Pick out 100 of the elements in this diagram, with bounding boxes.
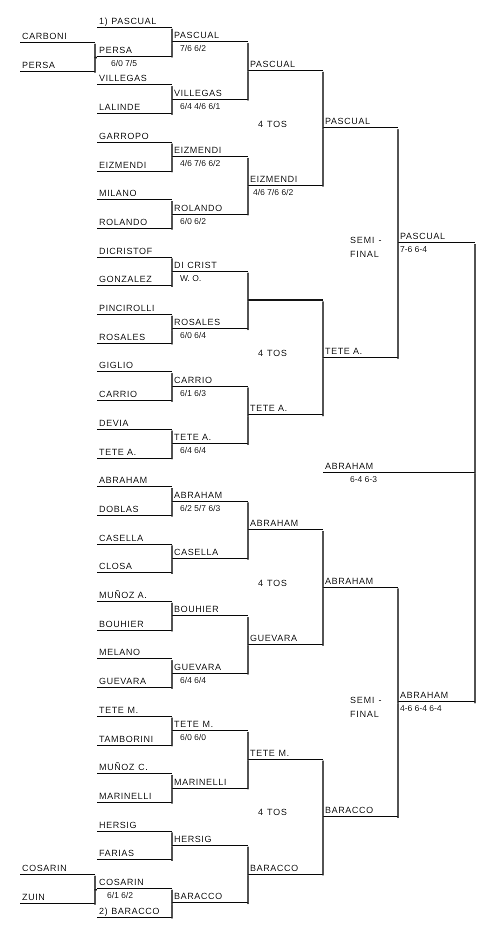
bracket-connector xyxy=(171,732,173,746)
player-name: ROLANDO xyxy=(97,216,172,229)
bracket-connector xyxy=(171,890,173,904)
match-score: W. O. xyxy=(179,272,202,284)
match-score: 6/0 6/2 xyxy=(179,214,206,227)
bracket-connector xyxy=(247,760,249,790)
player-name: MUÑOZ C. xyxy=(97,761,172,774)
bracket-connector xyxy=(247,846,249,876)
player-name: MUÑOZ A. xyxy=(97,589,172,602)
bracket-connector xyxy=(171,674,173,689)
bracket-connector xyxy=(247,388,249,416)
player-name: TETE A. xyxy=(97,446,172,458)
bracket-connector xyxy=(397,244,399,359)
bracket-connector xyxy=(247,186,249,216)
player-name: BARACCO xyxy=(248,862,323,875)
player-name: HERSIG xyxy=(172,832,248,846)
player-name: PASCUAL xyxy=(323,115,398,128)
bracket-connector xyxy=(171,718,173,732)
bracket-connector xyxy=(171,388,173,402)
bracket-connector xyxy=(171,774,173,790)
round-label: 4 TOS xyxy=(258,347,289,360)
player-name: ABRAHAM xyxy=(172,488,248,502)
player-name: MELANO xyxy=(97,646,172,660)
player-name: COSARIN xyxy=(97,876,172,889)
bracket-connector xyxy=(171,430,173,445)
bracket-connector xyxy=(474,474,476,704)
player-name: BARACCO xyxy=(172,890,248,904)
match-score: 4-6 6-4 6-4 xyxy=(399,702,442,714)
bracket-connector xyxy=(94,44,97,58)
round-label: 4 TOS xyxy=(258,806,289,819)
player-name: ROSALES xyxy=(172,316,248,330)
player-name: EIZMENDI xyxy=(172,144,248,158)
bracket-connector xyxy=(247,617,249,646)
player-name: ABRAHAM xyxy=(97,474,172,488)
player-name: CARBONI xyxy=(20,30,95,43)
match-score: 7/6 6/2 xyxy=(179,42,206,54)
match-score: 6/4 6/4 xyxy=(179,674,206,686)
player-name: CASELLA xyxy=(172,546,248,559)
player-name: GARROPO xyxy=(97,130,172,143)
bracket-connector xyxy=(247,43,249,72)
player-name: DOBLAS xyxy=(97,502,172,516)
round-label: 4 TOS xyxy=(258,577,289,590)
match-score: 6/2 5/7 6/3 xyxy=(179,502,220,514)
bracket-connector xyxy=(171,330,173,344)
player-name: CARRIO xyxy=(172,374,248,387)
player-name: TAMBORINI xyxy=(97,732,172,746)
bracket-connector xyxy=(171,144,173,158)
match-score: 6/1 6/2 xyxy=(106,889,133,901)
player-name: MARINELLI xyxy=(172,776,248,789)
player-name: ROSALES xyxy=(97,330,172,344)
bracket-connector xyxy=(322,72,324,130)
player-name: HERSIG xyxy=(97,818,172,832)
player-name: ABRAHAM xyxy=(398,689,475,702)
player-name: GIGLIO xyxy=(97,359,172,372)
bracket-connector xyxy=(247,502,249,531)
player-name: CASELLA xyxy=(97,532,172,545)
player-name: PERSA xyxy=(97,44,172,57)
bracket-connector xyxy=(171,904,173,918)
player-name: GONZALEZ xyxy=(97,273,172,286)
bracket-connector xyxy=(171,215,173,230)
bracket-connector xyxy=(397,129,399,244)
bracket-connector xyxy=(322,588,324,646)
match-score: 4/6 7/6 6/2 xyxy=(252,186,294,198)
bracket-connector xyxy=(171,617,173,632)
player-name: ABRAHAM xyxy=(323,574,398,588)
match-score: 6/0 6/0 xyxy=(179,731,206,744)
player-name: COSARIN xyxy=(20,862,95,875)
player-name: EIZMENDI xyxy=(97,158,172,172)
bracket-connector xyxy=(322,129,324,187)
bracket-connector xyxy=(171,789,173,804)
match-score: 6/0 6/4 xyxy=(179,329,206,342)
bracket-connector xyxy=(171,272,173,288)
player-name: 2) BARACCO xyxy=(97,904,172,918)
bracket-connector xyxy=(322,818,324,876)
bracket-connector xyxy=(171,28,173,44)
bracket-connector xyxy=(322,531,324,588)
player-name: TETE A. xyxy=(172,431,248,444)
player-name: PASCUAL xyxy=(248,58,323,72)
bracket-connector xyxy=(94,56,97,73)
player-name: PINCIROLLI xyxy=(97,302,172,315)
player-name: TETE A. xyxy=(248,402,323,416)
bracket-connector xyxy=(397,703,399,818)
player-name: ABRAHAM xyxy=(323,460,475,473)
bracket-connector xyxy=(171,560,173,574)
bracket-connector xyxy=(247,875,249,904)
bracket-connector xyxy=(171,373,173,388)
player-name: TETE M. xyxy=(248,746,323,760)
player-name: EIZMENDI xyxy=(248,172,323,186)
bracket-connector xyxy=(247,272,249,302)
bracket-connector xyxy=(322,760,324,818)
bracket-connector xyxy=(247,72,249,100)
bracket-connector xyxy=(94,876,97,890)
match-score: 6-4 6-3 xyxy=(349,472,377,485)
player-name: VILLEGAS xyxy=(97,72,172,86)
round-label: SEMI - FINAL xyxy=(350,694,384,721)
bracket-connector xyxy=(171,502,173,517)
player-name: FARIAS xyxy=(97,847,172,860)
match-score: 6/0 7/5 xyxy=(110,56,137,69)
bracket-connector xyxy=(171,158,173,172)
bracket-connector xyxy=(171,444,173,460)
